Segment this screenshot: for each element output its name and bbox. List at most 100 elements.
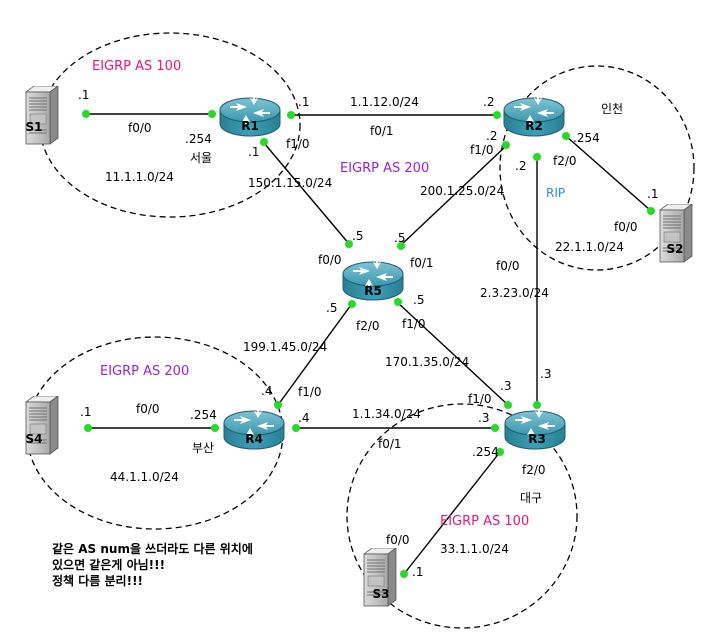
city-label-daegu: 대구 (520, 491, 542, 505)
port-dot (345, 240, 353, 248)
link-r5-r3 (396, 301, 509, 406)
interface-label: f0/1 (410, 256, 434, 270)
zone-label-seoul: EIGRP AS 100 (92, 59, 181, 74)
port-dot (397, 242, 405, 250)
port-dot (400, 570, 408, 578)
server-label: S1 (26, 120, 43, 134)
server-s1[interactable]: S1 (25, 86, 59, 145)
zone-label-busan: EIGRP AS 200 (100, 364, 189, 379)
server-s3[interactable]: S3 (363, 548, 397, 607)
note-line: 정책 다름 분리!!! (52, 573, 143, 588)
server-label: S3 (373, 587, 390, 601)
interface-label: f0/0 (136, 402, 160, 416)
port-dot (504, 401, 512, 409)
router-label: R2 (525, 119, 543, 133)
city-label-busan: 부산 (192, 441, 214, 455)
interface-label: f2/0 (553, 154, 577, 168)
annotation-note: 같은 AS num을 쓰더라도 다른 위치에 있으면 같은게 아님!!! 정책 … (52, 541, 253, 588)
port-dot (287, 111, 295, 119)
interface-label: f2/0 (522, 463, 546, 477)
ip-label: .3 (540, 367, 551, 381)
interface-label: f1/0 (470, 143, 494, 157)
server-icon (25, 86, 59, 145)
port-dot (562, 132, 570, 140)
port-dot (533, 153, 541, 161)
interface-label: f0/0 (614, 220, 638, 234)
port-dot (274, 401, 282, 409)
zone-label-incheon: RIP (546, 186, 565, 200)
center-label: EIGRP AS 200 (340, 161, 429, 176)
router-r2[interactable]: R2 (503, 95, 565, 137)
zone-daegu (346, 403, 578, 629)
interface-label: f0/0 (386, 533, 410, 547)
ip-label: .5 (352, 229, 363, 243)
ip-label: .1 (78, 88, 89, 102)
network-label: 150.1.15.0/24 (248, 176, 332, 190)
network-label: 199.1.45.0/24 (243, 340, 327, 354)
router-r4[interactable]: R4 (223, 408, 285, 450)
server-label: S4 (26, 432, 43, 446)
ip-label: .1 (80, 405, 91, 419)
port-dot (260, 138, 268, 146)
ip-label: .254 (190, 408, 217, 422)
port-dot (292, 424, 300, 432)
network-label: 44.1.1.0/24 (110, 470, 179, 484)
server-label: S2 (667, 242, 684, 256)
ip-label: .5 (394, 231, 405, 245)
links (86, 113, 651, 575)
router-label: R4 (245, 432, 263, 446)
port-dot (496, 448, 504, 456)
city-label-incheon: 인천 (601, 101, 623, 116)
ip-label: .4 (298, 411, 309, 425)
link-r2-r5 (399, 145, 507, 247)
zone-label-daegu: EIGRP AS 100 (440, 514, 529, 529)
port-dot (502, 141, 510, 149)
ip-label: .1 (248, 145, 259, 159)
port-dot (208, 110, 216, 118)
zone-incheon (499, 65, 695, 271)
port-dot (211, 424, 219, 432)
link-r5-r4 (277, 304, 352, 406)
port-dot (493, 111, 501, 119)
server-s2[interactable]: S2 (659, 204, 693, 263)
router-r3[interactable]: R3 (504, 408, 566, 450)
ip-label: .2 (515, 159, 526, 173)
note-line: 있으면 같은게 아님!!! (52, 557, 165, 572)
interface-label: f0/0 (318, 253, 342, 267)
ip-label: .4 (261, 384, 272, 398)
interface-label: f1/0 (468, 392, 492, 406)
ip-label: .2 (486, 129, 497, 143)
interface-label: f1/0 (298, 385, 322, 399)
network-label: 1.1.34.0/24 (352, 407, 421, 421)
server-s4[interactable]: S4 (25, 396, 59, 455)
network-label: 33.1.1.0/24 (440, 542, 509, 556)
port-dot (394, 298, 402, 306)
link-r3-s3 (403, 451, 501, 575)
ip-label: .3 (500, 379, 511, 393)
network-label: 1.1.12.0/24 (350, 95, 419, 109)
interface-label: f2/0 (356, 319, 380, 333)
interface-label: f0/1 (370, 124, 394, 138)
port-dots (82, 110, 655, 578)
router-label: R3 (528, 432, 546, 446)
network-label: 22.1.1.0/24 (555, 240, 624, 254)
router-label: R1 (241, 119, 259, 133)
port-dot (491, 424, 499, 432)
ip-label: .254 (573, 131, 600, 145)
ip-label: .3 (478, 411, 489, 425)
network-label: 11.1.1.0/24 (105, 170, 174, 184)
interface-label: f0/0 (128, 121, 152, 135)
interface-label: f1/0 (286, 137, 310, 151)
interface-label: f0/0 (496, 259, 520, 273)
link-r1-r5 (263, 142, 351, 246)
port-dot (533, 401, 541, 409)
ip-label: .254 (472, 445, 499, 459)
router-r1[interactable]: R1 (219, 95, 281, 137)
interface-label: f0/1 (378, 437, 402, 451)
ip-label: .5 (413, 293, 424, 307)
network-label: 2.3.23.0/24 (480, 286, 549, 300)
network-label: 200.1.25.0/24 (420, 184, 504, 198)
link-r2-s2 (565, 135, 651, 211)
router-r5[interactable]: R5 (342, 259, 404, 301)
